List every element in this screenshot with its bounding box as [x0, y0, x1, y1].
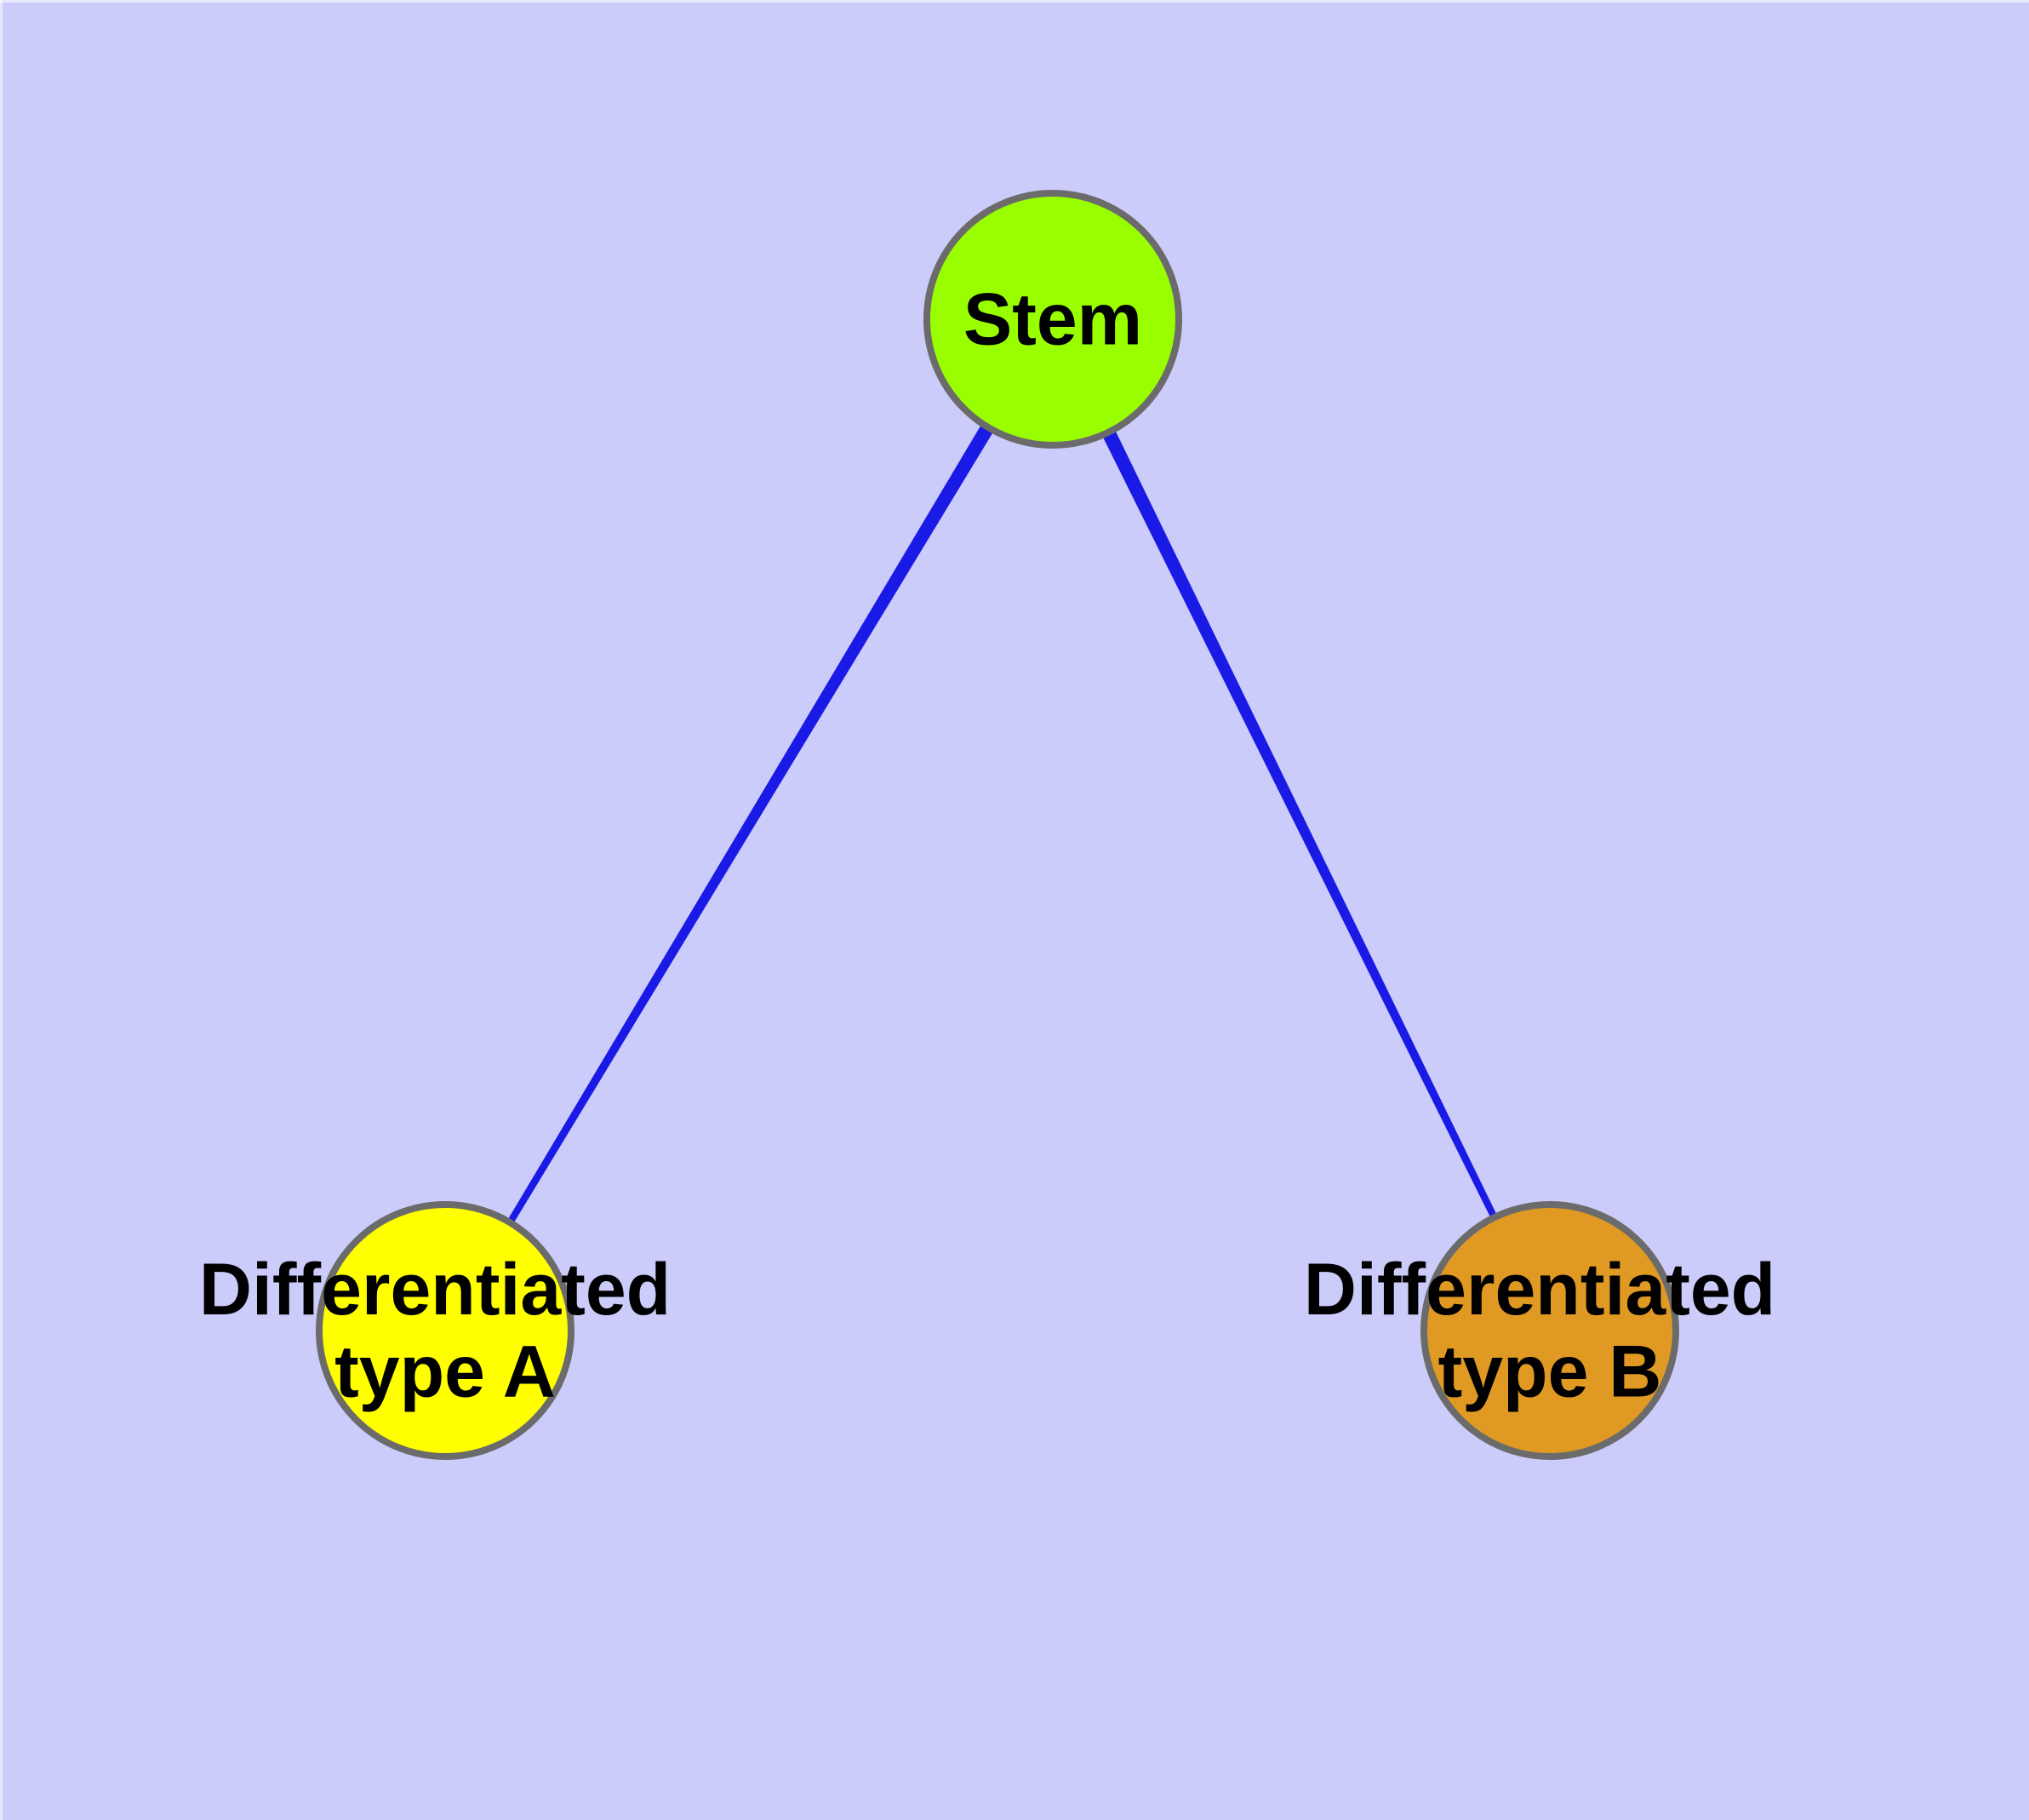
node-diff-a[interactable]: [316, 1201, 574, 1460]
node-stem[interactable]: [923, 190, 1182, 449]
canvas-edge-highlight-top: [0, 0, 2029, 3]
edge-stem-to-diff-b[interactable]: [1077, 378, 1500, 1222]
node-diff-a-circle[interactable]: [316, 1201, 574, 1460]
node-layer: [316, 190, 1679, 1460]
node-diff-a-label-line-1: Differentiated: [199, 1249, 671, 1331]
node-diff-b-label: Differentiated type B: [1304, 1244, 1796, 1413]
node-diff-a-label-line-2: type A: [334, 1331, 556, 1412]
node-diff-a-label: Differentiated type A: [199, 1244, 691, 1413]
node-stem-label: Stem: [963, 278, 1142, 360]
node-diff-b-label-line-1: Differentiated: [1304, 1249, 1775, 1331]
node-diff-b-label-line-2: type B: [1438, 1331, 1662, 1412]
node-diff-b[interactable]: [1420, 1201, 1679, 1460]
node-stem-circle[interactable]: [923, 190, 1182, 449]
node-stem-label-line-1: Stem: [963, 278, 1142, 360]
node-diff-b-circle[interactable]: [1420, 1201, 1679, 1460]
label-layer: Differentiated type A Differentiated typ…: [199, 278, 1796, 1413]
edge-stem-to-diff-a[interactable]: [505, 375, 1024, 1228]
edge-layer: [505, 375, 1500, 1228]
canvas-edge-highlight-left: [0, 0, 3, 1820]
